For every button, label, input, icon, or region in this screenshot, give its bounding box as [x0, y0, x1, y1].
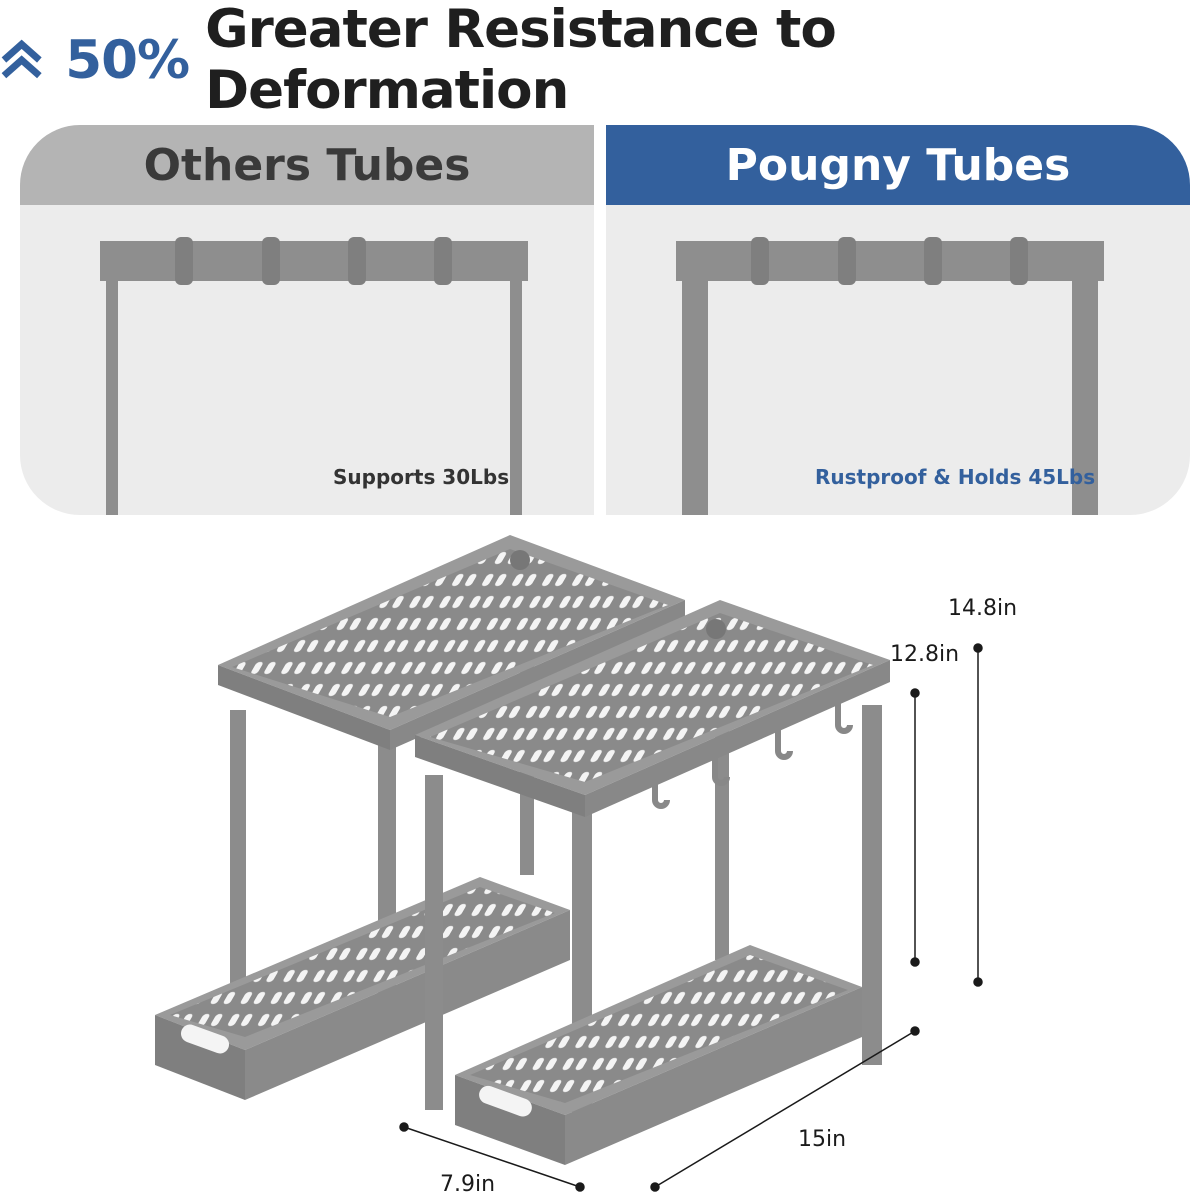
thick-tube-frame-illustration — [676, 237, 1104, 515]
header-title: Greater Resistance to Deformation — [205, 0, 837, 121]
page-header: 50% Greater Resistance to Deformation — [0, 0, 1200, 121]
hook-icons — [175, 237, 452, 285]
width-label: 7.9in — [440, 1172, 496, 1197]
double-chevron-up-icon — [1, 39, 42, 79]
others-caption: Supports 30Lbs — [333, 465, 510, 489]
pougny-tubes-title: Pougny Tubes — [606, 125, 1190, 205]
length-label: 15in — [798, 1127, 847, 1152]
dimension-lines — [399, 643, 983, 1192]
header-highlight: 50% — [65, 29, 190, 91]
organizer-product-illustration — [155, 535, 983, 1192]
others-tubes-panel: Others Tubes Supports 30Lbs — [20, 125, 594, 515]
thin-tube-frame-illustration — [100, 237, 528, 515]
shelf-height-label: 12.8in — [890, 642, 960, 667]
others-tubes-title: Others Tubes — [20, 125, 594, 205]
hook-icons — [652, 695, 853, 809]
total-height-label: 14.8in — [948, 596, 1018, 621]
pougny-caption: Rustproof & Holds 45Lbs — [815, 465, 1096, 489]
hook-icons — [751, 237, 1028, 285]
front-organizer-unit — [415, 600, 890, 1165]
pougny-tubes-panel: Pougny Tubes Rustproof & Holds 45Lbs — [606, 125, 1190, 515]
